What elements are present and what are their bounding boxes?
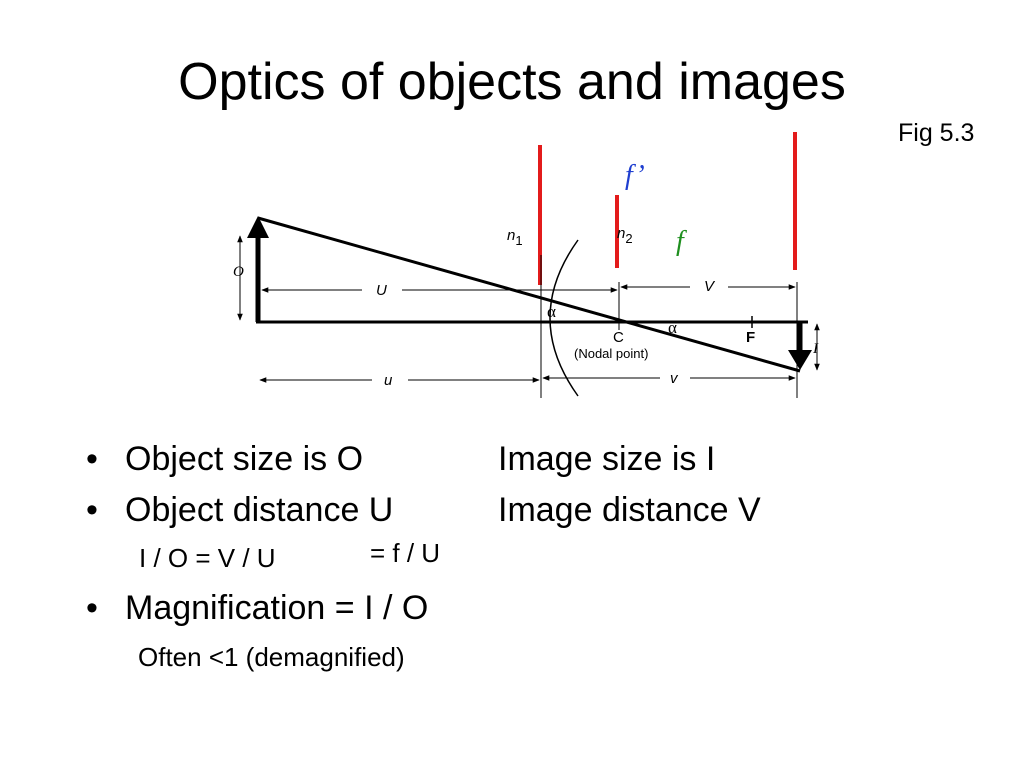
label-n2: n2 xyxy=(617,225,633,246)
label-I: I xyxy=(812,341,819,357)
label-u: u xyxy=(384,372,393,389)
label-alpha-right: α xyxy=(668,318,677,337)
label-nodal-point: (Nodal point) xyxy=(574,346,648,361)
equation-left: I / O = V / U xyxy=(139,543,276,573)
demagnified-note: Often <1 (demagnified) xyxy=(138,642,405,672)
figure-label: Fig 5.3 xyxy=(898,119,975,147)
chief-ray xyxy=(257,216,801,373)
label-f-prime: f’ xyxy=(625,160,645,191)
label-f: f xyxy=(676,226,687,257)
label-O: O xyxy=(233,264,244,280)
magnification-text: Magnification = I / O xyxy=(125,589,429,627)
image-arrow-head xyxy=(788,350,812,370)
object-arrow-head xyxy=(247,216,269,238)
object-size-text: Object size is O xyxy=(125,440,364,478)
label-C: C xyxy=(613,329,624,346)
equation-right: = f / U xyxy=(370,538,441,568)
label-U: U xyxy=(376,282,387,299)
label-n1: n1 xyxy=(507,227,523,248)
refracting-surface xyxy=(549,239,579,397)
label-v: v xyxy=(670,370,679,387)
label-F: F xyxy=(746,329,755,346)
object-distance-text: Object distance U xyxy=(125,491,394,529)
image-distance-text: Image distance V xyxy=(498,491,761,529)
bullet-marker: • xyxy=(86,440,98,478)
slide-title: Optics of objects and images xyxy=(178,53,846,111)
label-alpha-left: α xyxy=(547,302,556,321)
label-V: V xyxy=(704,278,716,295)
bullet-marker: • xyxy=(86,491,98,529)
bullet-marker: • xyxy=(86,589,98,627)
image-size-text: Image size is I xyxy=(498,440,716,478)
